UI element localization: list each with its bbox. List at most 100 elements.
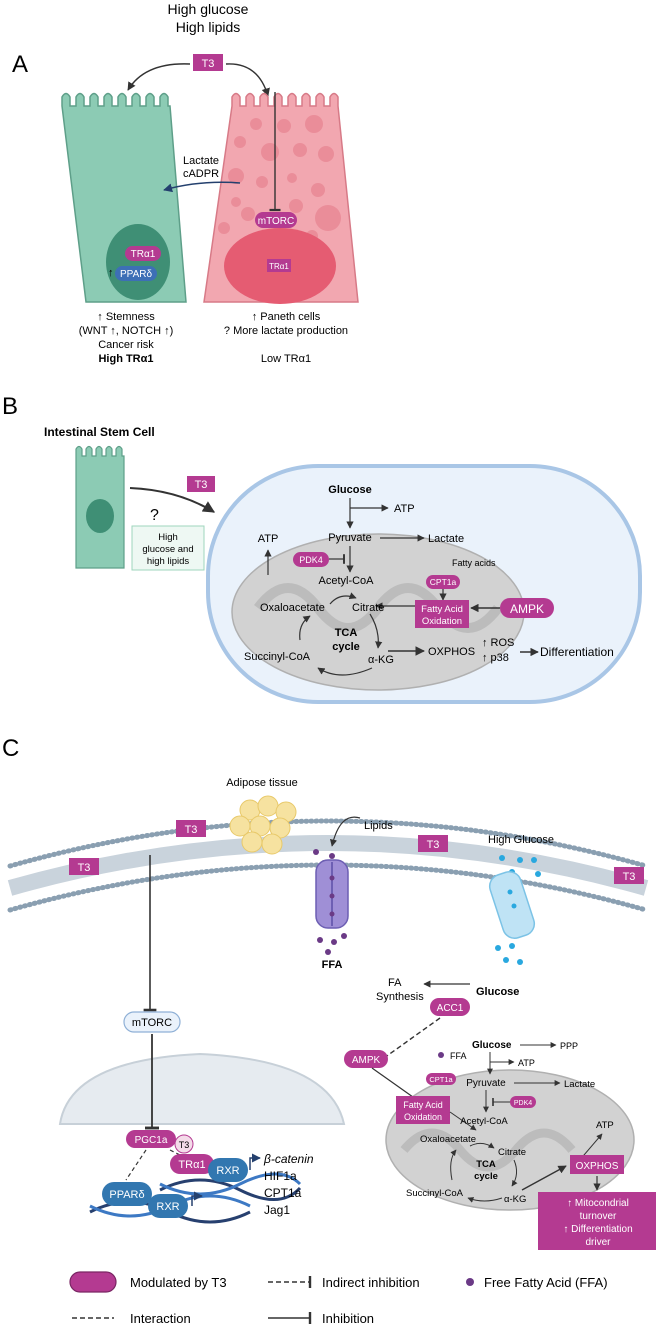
c-ffa-small: FFA — [450, 1051, 467, 1061]
b-acetyl-coa: Acetyl-CoA — [318, 575, 374, 587]
b-cpt1a-pill — [426, 575, 460, 589]
c-akg: α-KG — [504, 1194, 526, 1205]
legend-ffa-swatch — [466, 1278, 474, 1286]
lactate-label: Lactate — [183, 155, 219, 167]
b-differentiation: Differentiation — [540, 645, 614, 659]
membrane-outer-heads — [7, 818, 649, 869]
lipids-arrow — [329, 816, 361, 847]
legend-modulated: Modulated by T3 — [130, 1275, 227, 1290]
legend-ffa: Free Fatty Acid (FFA) — [484, 1275, 608, 1290]
membrane-tails — [7, 835, 649, 896]
paneth-caption-1: ↑ Paneth cells — [252, 311, 321, 323]
c-atp-small: ATP — [518, 1058, 535, 1068]
target-4: Jag1 — [264, 1203, 290, 1217]
rxr-top-pill — [208, 1158, 248, 1182]
fa-synthesis-1: FA — [388, 977, 402, 989]
b-t3-label: T3 — [195, 479, 208, 491]
legend: Modulated by T3 Indirect inhibition Free… — [69, 1271, 608, 1326]
fa-synthesis-2: Synthesis — [376, 991, 424, 1003]
legend-indirect: Indirect inhibition — [322, 1275, 420, 1290]
b-succinyl: Succinyl-CoA — [244, 651, 311, 663]
c-ppard-label: PPARδ — [109, 1189, 144, 1201]
rxr-bottom-pill — [148, 1194, 188, 1218]
transcription-arrow-bottom — [191, 1191, 203, 1206]
b-fao-box — [415, 600, 469, 628]
acc1-label: ACC1 — [437, 1003, 464, 1014]
panel-c-letter: C — [2, 735, 19, 762]
mini-stem-nucleus — [86, 499, 114, 533]
c-acetyl-coa: Acetyl-CoA — [460, 1116, 508, 1127]
panel-b-letter: B — [2, 393, 18, 420]
b-ros: ↑ ROS — [482, 637, 514, 649]
high-glucose-label: High Glucose — [488, 834, 554, 846]
c-t3-label-1: T3 — [185, 824, 198, 836]
panel-b: B Intestinal Stem Cell ? High glucose an… — [2, 393, 642, 704]
c-fao-line-2: Oxidation — [404, 1112, 442, 1122]
pgc1a-label: PGC1a — [135, 1135, 168, 1146]
c-lactate: Lactate — [564, 1079, 595, 1090]
panel-a-header-1: High glucose — [168, 1, 249, 17]
tra1-pill-stem — [125, 246, 161, 261]
t3-to-paneth-arrow — [225, 63, 270, 97]
ffa-dots-inside — [317, 875, 347, 955]
tca-arc-2 — [369, 613, 383, 649]
c-ppard-pill — [102, 1182, 152, 1206]
c-pyruvate: Pyruvate — [466, 1078, 506, 1089]
target-2: HIF1a — [264, 1169, 297, 1183]
b-fatty-acids: Fatty acids — [452, 558, 496, 568]
tca-arc-3 — [317, 667, 373, 676]
acc1-pill — [430, 998, 470, 1016]
c-t3-badge-2 — [418, 835, 448, 852]
b-ampk-label: AMPK — [510, 602, 544, 616]
b-lactate: Lactate — [428, 533, 464, 545]
b-oxaloacetate: Oxaloacetate — [260, 602, 325, 614]
result-line-2: turnover — [580, 1211, 617, 1222]
legend-modulated-swatch — [69, 1271, 117, 1293]
nucleus — [58, 1052, 346, 1125]
condition-box — [131, 525, 205, 571]
stem-caption-1: ↑ Stemness — [97, 311, 155, 323]
b-cpt1a-label: CPT1a — [430, 577, 457, 587]
rxr-bottom-label: RXR — [156, 1201, 179, 1213]
c-tca-arc-4 — [450, 1149, 457, 1181]
stem-caption-2: (WNT ↑, NOTCH ↑) — [79, 325, 174, 337]
dna-strand-3 — [159, 1178, 302, 1201]
b-p38: ↑ p38 — [482, 652, 509, 664]
c-tra1-pill — [170, 1154, 214, 1174]
c-glucose-large: Glucose — [476, 986, 519, 998]
b-glucose: Glucose — [328, 484, 371, 496]
stem-cell-nucleus — [106, 224, 170, 300]
t3-to-stem-arrow — [127, 63, 191, 91]
paneth-caption-4: Low TRα1 — [261, 353, 311, 365]
b-atp-top: ATP — [394, 503, 415, 515]
result-line-3: ↑ Differentiation — [563, 1224, 632, 1235]
c-pdk4-label: PDK4 — [514, 1100, 532, 1107]
b-tca-line-2: cycle — [332, 641, 360, 653]
adipose-cluster — [229, 795, 297, 855]
akg-to-oxphos-c — [521, 1165, 567, 1191]
c-oxaloacetate: Oxaloacetate — [420, 1134, 476, 1145]
ampk-acc1-indirect — [383, 1017, 441, 1059]
b-pdk4-pill — [293, 552, 329, 567]
b-akg: α-KG — [368, 654, 394, 666]
c-fao-line-1: Fatty Acid — [403, 1100, 443, 1110]
b-pdk4-label: PDK4 — [299, 555, 323, 565]
tca-arc-1 — [329, 592, 357, 605]
lipids-label: Lipids — [364, 820, 393, 832]
transcription-arrow-top — [249, 1153, 261, 1170]
adipose-label: Adipose tissue — [226, 777, 298, 789]
mtorc-label: mTORC — [258, 216, 294, 227]
tra1-stem-label: TRα1 — [131, 249, 156, 260]
c-t3-badge-1 — [176, 820, 206, 837]
t3-badge-label: T3 — [202, 58, 215, 70]
t3-badge — [193, 54, 223, 71]
c-fao-to-acetyl — [449, 1111, 477, 1131]
b-t3-badge — [187, 476, 215, 492]
b-citrate: Citrate — [352, 602, 384, 614]
pgc1a-pill — [126, 1130, 176, 1148]
b-pyruvate: Pyruvate — [328, 532, 371, 544]
result-line-1: ↑ Mitocondrial — [567, 1198, 629, 1209]
t3-small-bubble — [174, 1134, 194, 1154]
c-succinyl: Succinyl-CoA — [406, 1188, 464, 1199]
stem-caption-4: High TRα1 — [98, 353, 153, 365]
